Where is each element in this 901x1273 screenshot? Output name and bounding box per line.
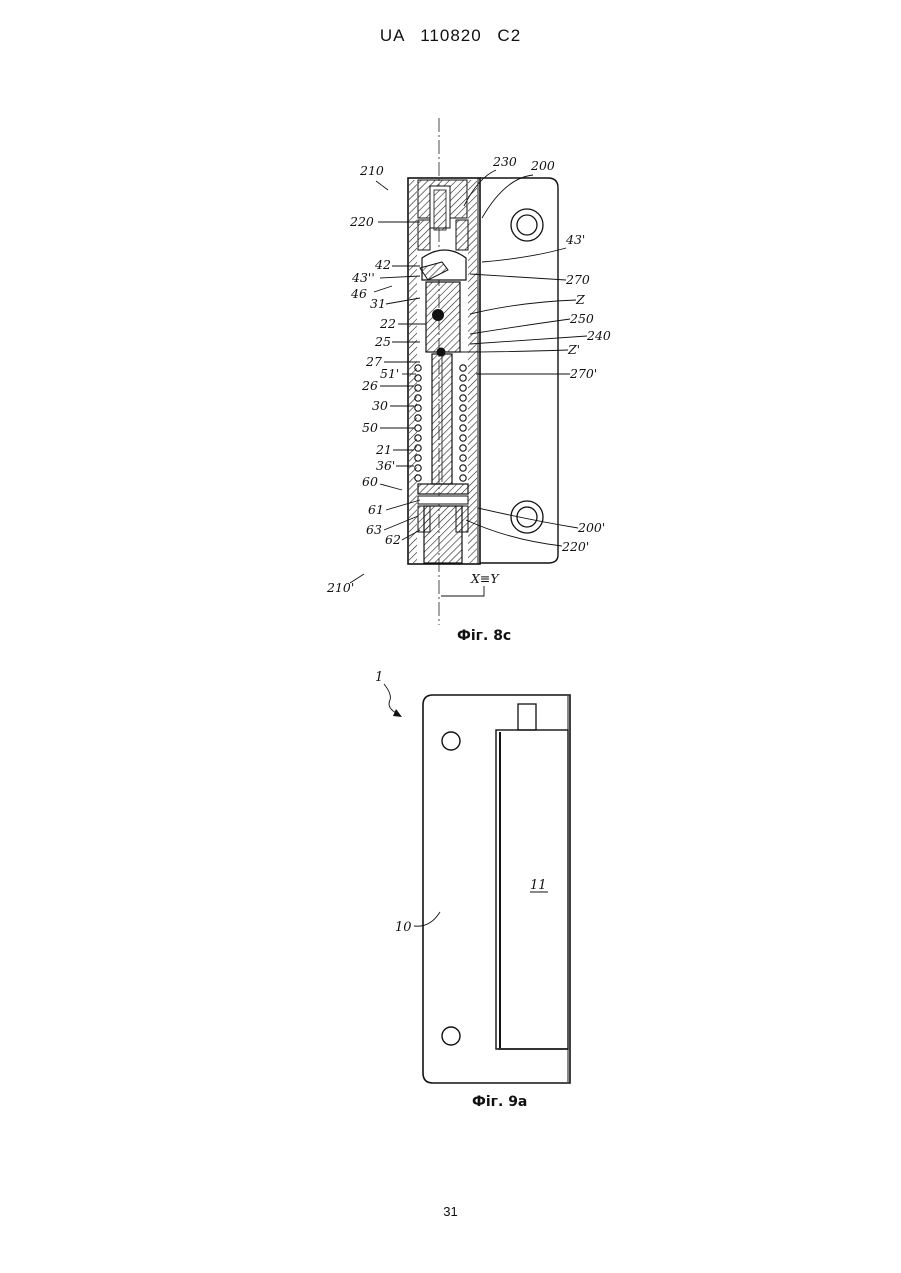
label-31: 31 <box>370 296 386 311</box>
page-number: 31 <box>0 1204 901 1219</box>
label-36-prime: 36' <box>376 458 395 473</box>
figure-8c-drawing <box>408 118 558 625</box>
label-210-prime: 210' <box>326 580 354 595</box>
spring-coils-right <box>460 365 466 481</box>
label-250: 250 <box>569 311 594 326</box>
label-21: 21 <box>375 442 392 457</box>
figure-9a-labels: 1 10 11 <box>375 670 548 935</box>
label-26: 26 <box>361 378 378 393</box>
label-210: 210 <box>359 163 384 178</box>
label-Z: Z <box>575 292 585 307</box>
label-43-double-prime: 43'' <box>351 270 375 285</box>
label-61: 61 <box>368 502 384 517</box>
label-270: 270 <box>565 272 590 287</box>
label-200-prime: 200' <box>577 520 605 535</box>
label-Z-prime: Z' <box>567 342 580 357</box>
label-220-prime: 220' <box>561 539 589 554</box>
label-270-prime: 270' <box>569 366 597 381</box>
figure-9a-caption: Фiг. 9а <box>472 1094 527 1110</box>
label-43-prime: 43' <box>565 232 585 247</box>
label-62: 62 <box>385 532 401 547</box>
label-30: 30 <box>372 398 388 413</box>
label-1: 1 <box>375 670 383 685</box>
label-X-equiv-Y: X≡Y <box>470 571 500 586</box>
label-63: 63 <box>366 522 382 537</box>
figure-9a-drawing <box>423 695 570 1083</box>
label-200: 200 <box>530 158 555 173</box>
label-51-prime: 51' <box>380 366 399 381</box>
label-240: 240 <box>586 328 611 343</box>
figure-8c-caption: Фiг. 8с <box>457 628 511 644</box>
label-50: 50 <box>362 420 378 435</box>
label-11: 11 <box>530 878 547 893</box>
label-10: 10 <box>395 920 412 935</box>
label-230: 230 <box>492 154 517 169</box>
label-25: 25 <box>374 334 391 349</box>
label-60: 60 <box>362 474 378 489</box>
label-42: 42 <box>374 257 391 272</box>
label-22: 22 <box>379 316 396 331</box>
label-220: 220 <box>349 214 374 229</box>
label-46: 46 <box>350 286 367 301</box>
